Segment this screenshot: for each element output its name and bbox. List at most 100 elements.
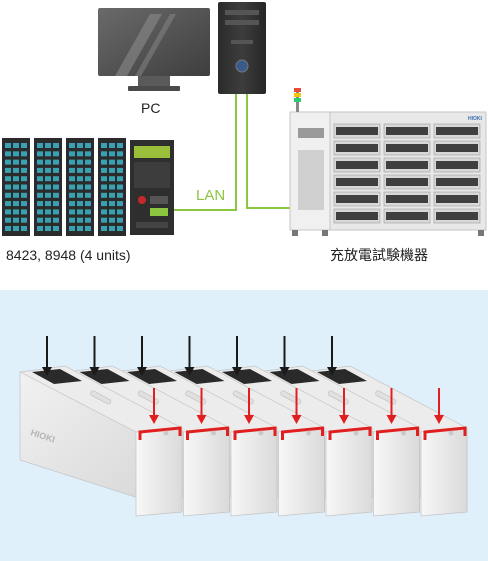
logger-unit [98, 138, 126, 236]
battery-cell-vent [353, 430, 359, 436]
logger-terminal [101, 167, 107, 173]
red-arrow-head [434, 415, 444, 424]
logger-terminal [37, 209, 43, 215]
logger-terminal [109, 217, 115, 223]
battery-cell-red-terminal [233, 426, 277, 440]
battery-cell-vent [448, 430, 454, 436]
tester-rack-face [436, 195, 478, 203]
battery-cell-back-terminal [127, 369, 177, 384]
logger-terminal [117, 159, 123, 165]
tester-rack-face [336, 195, 378, 203]
battery-cells: HIOKI [18, 365, 469, 517]
battery-cell-back-terminal [317, 369, 367, 384]
logger-terminal [117, 226, 123, 231]
logger-terminal [21, 226, 27, 231]
logger-terminal [45, 217, 51, 223]
logger-terminal [85, 226, 91, 231]
battery-cell-vent [306, 430, 311, 436]
logger-terminal [109, 159, 115, 165]
logger-terminal [69, 201, 75, 207]
logger-terminal [117, 192, 123, 198]
battery-cell-red-terminal [328, 426, 372, 440]
logger-terminal [109, 201, 115, 207]
logger-terminal [109, 167, 115, 173]
battery-cell-front [135, 427, 183, 517]
logger-terminal [53, 217, 59, 223]
logger-terminal [13, 201, 19, 207]
logger-terminal [101, 151, 107, 157]
tester-channel-racks [333, 123, 481, 224]
logger-terminal [77, 176, 83, 182]
logger-terminal [85, 176, 91, 182]
logger-terminal [53, 184, 59, 190]
logger-terminal [85, 159, 91, 165]
lan-label: LAN [196, 187, 226, 204]
logger-terminal [53, 226, 59, 231]
tester-rack-face [336, 178, 378, 186]
pc-monitor [98, 8, 210, 91]
logger-terminal [5, 217, 11, 223]
logger-terminal [45, 159, 51, 165]
battery-cell-vent [258, 430, 264, 436]
logger-terminal [13, 176, 19, 182]
logger-terminal [109, 151, 115, 157]
red-arrow-head [386, 415, 397, 424]
logger-terminal [69, 226, 75, 231]
logger-terminal [21, 184, 27, 190]
logger-terminal [109, 176, 115, 182]
logger-terminal [117, 143, 123, 148]
logger-terminal [45, 209, 51, 215]
tester-rack-face [436, 178, 478, 186]
logger-terminal [37, 192, 43, 198]
logger-terminal [109, 226, 115, 231]
red-arrows [149, 388, 444, 424]
logger-terminal [5, 151, 11, 157]
logger-terminal [85, 143, 91, 148]
logger-terminal [109, 143, 115, 148]
logger-terminal [37, 201, 43, 207]
logger-terminal [13, 192, 19, 198]
battery-cell-back-terminal [222, 369, 272, 384]
logger-terminal [5, 192, 11, 198]
logger-terminal [37, 151, 43, 157]
logger-terminal [37, 184, 43, 190]
battery-cell-back-terminal [79, 369, 130, 384]
logger-terminal [77, 143, 83, 148]
black-arrow-head [137, 367, 147, 376]
battery-cell-back-terminal [174, 369, 225, 384]
red-arrow [434, 388, 444, 424]
pc-tower [218, 2, 266, 94]
black-arrow [184, 336, 195, 376]
logger-terminal [77, 192, 83, 198]
logger-terminal [13, 184, 19, 190]
red-arrow [244, 388, 254, 424]
battery-cell-slot [90, 390, 112, 405]
battery-cell-front [278, 427, 325, 517]
lan-lines [172, 94, 294, 211]
logger-terminal [117, 184, 123, 190]
logger-terminal [37, 143, 43, 148]
tester-rack-face [386, 144, 428, 152]
tester-rack-face [336, 127, 378, 135]
logger-terminal [85, 201, 91, 207]
tester-rack-face [436, 127, 478, 135]
red-arrow-head [244, 415, 254, 424]
logger-terminal [109, 209, 115, 215]
logger-terminal [69, 159, 75, 165]
logger-terminal [69, 151, 75, 157]
logger-terminal [77, 151, 83, 157]
black-arrow-head [327, 367, 337, 376]
black-arrows [42, 336, 337, 376]
battery-cell-red-terminal [281, 426, 324, 440]
logger-terminal [117, 176, 123, 182]
battery-cell-vent [211, 430, 216, 436]
logger-terminal [101, 201, 107, 207]
logger-unit [66, 138, 94, 236]
logger-terminal [5, 184, 11, 190]
logger-terminal [69, 184, 75, 190]
logger-terminal [5, 143, 11, 148]
logger-terminal [21, 209, 27, 215]
logger-terminal [21, 151, 27, 157]
battery-cell-front [373, 427, 420, 517]
black-arrow-head [184, 367, 195, 376]
